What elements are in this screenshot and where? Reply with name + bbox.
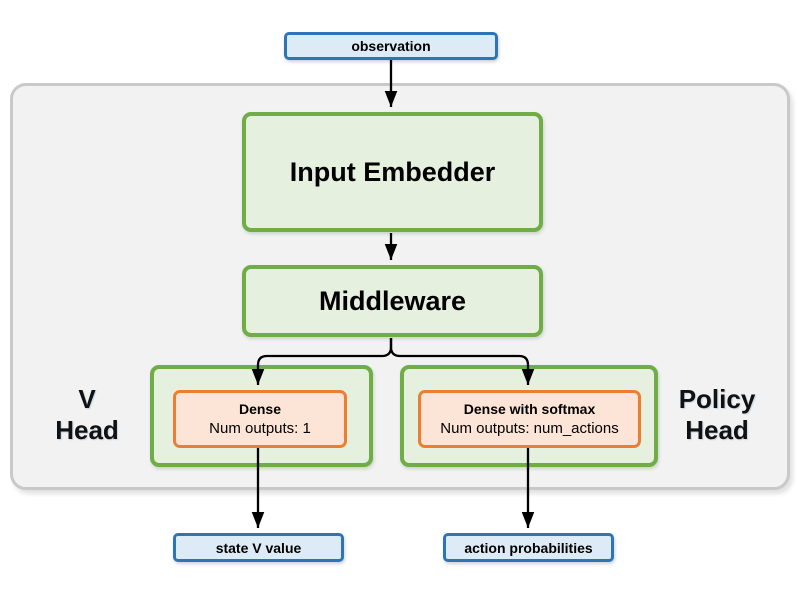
node-observation: observation bbox=[284, 32, 498, 60]
state-v-value-label: state V value bbox=[215, 539, 302, 556]
v-head-label: V Head bbox=[28, 384, 146, 446]
observation-label: observation bbox=[351, 38, 431, 54]
node-action-probabilities: action probabilities bbox=[443, 533, 614, 562]
node-input-embedder: Input Embedder bbox=[242, 112, 543, 232]
dense-subtitle: Num outputs: 1 bbox=[209, 420, 311, 437]
node-middleware: Middleware bbox=[242, 265, 543, 337]
v-head-label-line1: V bbox=[78, 384, 96, 414]
node-dense-softmax: Dense with softmax Num outputs: num_acti… bbox=[418, 390, 641, 448]
action-probabilities-label: action probabilities bbox=[464, 539, 593, 556]
dense-title: Dense bbox=[238, 401, 282, 417]
node-state-v-value: state V value bbox=[173, 533, 344, 562]
policy-head-label-line1: Policy bbox=[678, 384, 756, 414]
policy-head-label-line2: Head bbox=[685, 415, 749, 445]
middleware-label: Middleware bbox=[318, 285, 467, 316]
policy-head-label: Policy Head bbox=[652, 384, 782, 446]
input-embedder-label: Input Embedder bbox=[289, 156, 496, 187]
dense-softmax-subtitle: Num outputs: num_actions bbox=[440, 420, 619, 437]
dense-softmax-title: Dense with softmax bbox=[463, 401, 596, 417]
v-head-label-line2: Head bbox=[55, 415, 119, 445]
node-dense: Dense Num outputs: 1 bbox=[173, 390, 347, 448]
